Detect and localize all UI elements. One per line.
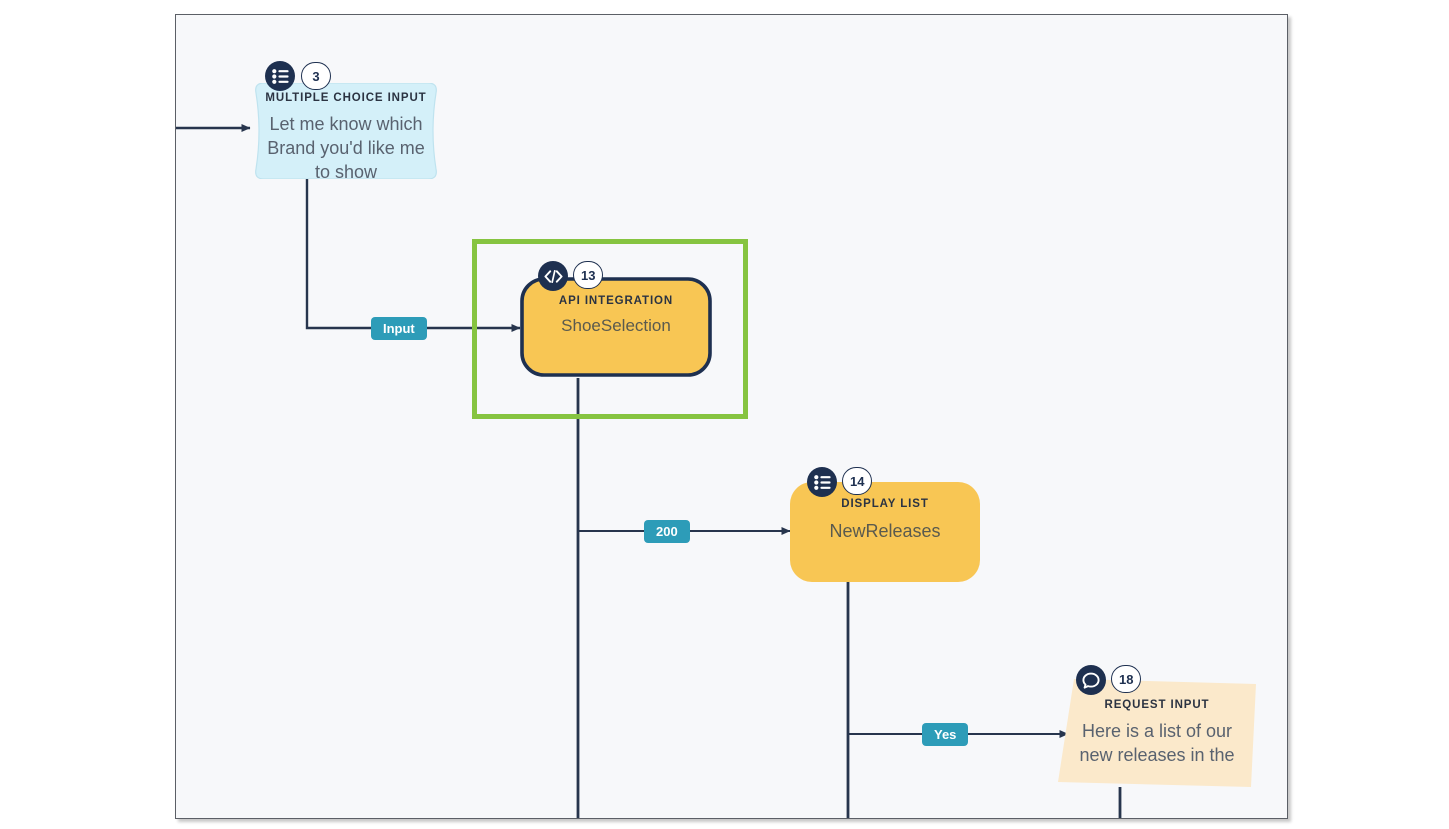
node-kind-label: MULTIPLE CHOICE INPUT xyxy=(265,92,427,104)
node-kind-label: API INTEGRATION xyxy=(558,295,674,307)
node-number-badge: 18 xyxy=(1111,665,1142,693)
list-icon xyxy=(265,61,295,91)
node-shape-scroll xyxy=(255,83,437,179)
node-multiple-choice-input[interactable]: MULTIPLE CHOICE INPUT Let me know which … xyxy=(250,61,442,182)
node-title-label: ShoeSelection xyxy=(561,315,671,335)
list-icon xyxy=(807,467,837,497)
node-shape-rounded xyxy=(790,482,980,582)
node-request-input[interactable]: REQUEST INPUT Here is a list of our new … xyxy=(1058,665,1256,787)
node-title-label: Let me know which Brand you'd like me to… xyxy=(267,113,425,183)
node-number-badge: 14 xyxy=(842,467,873,495)
edge-label-yes[interactable]: Yes xyxy=(922,723,969,746)
code-icon xyxy=(538,261,568,291)
edge-label-input[interactable]: Input xyxy=(371,317,427,340)
node-number-badge: 3 xyxy=(301,62,331,90)
node-display-list[interactable]: DISPLAY LIST NewReleases 14 xyxy=(790,467,980,582)
node-shape-rounded-outlined xyxy=(520,277,712,377)
edge-label-200[interactable]: 200 xyxy=(644,520,690,543)
node-api-integration[interactable]: API INTEGRATION ShoeSelection 13 xyxy=(520,261,712,377)
node-title-label: Here is a list of our new releases in th… xyxy=(1079,720,1235,766)
node-number-badge: 13 xyxy=(573,261,604,289)
node-title-label: NewReleases xyxy=(829,520,941,541)
chat-bubble-icon xyxy=(1076,665,1106,695)
node-kind-label: REQUEST INPUT xyxy=(1104,699,1210,711)
node-shape-parallelogram xyxy=(1058,679,1256,787)
node-kind-label: DISPLAY LIST xyxy=(841,498,929,510)
